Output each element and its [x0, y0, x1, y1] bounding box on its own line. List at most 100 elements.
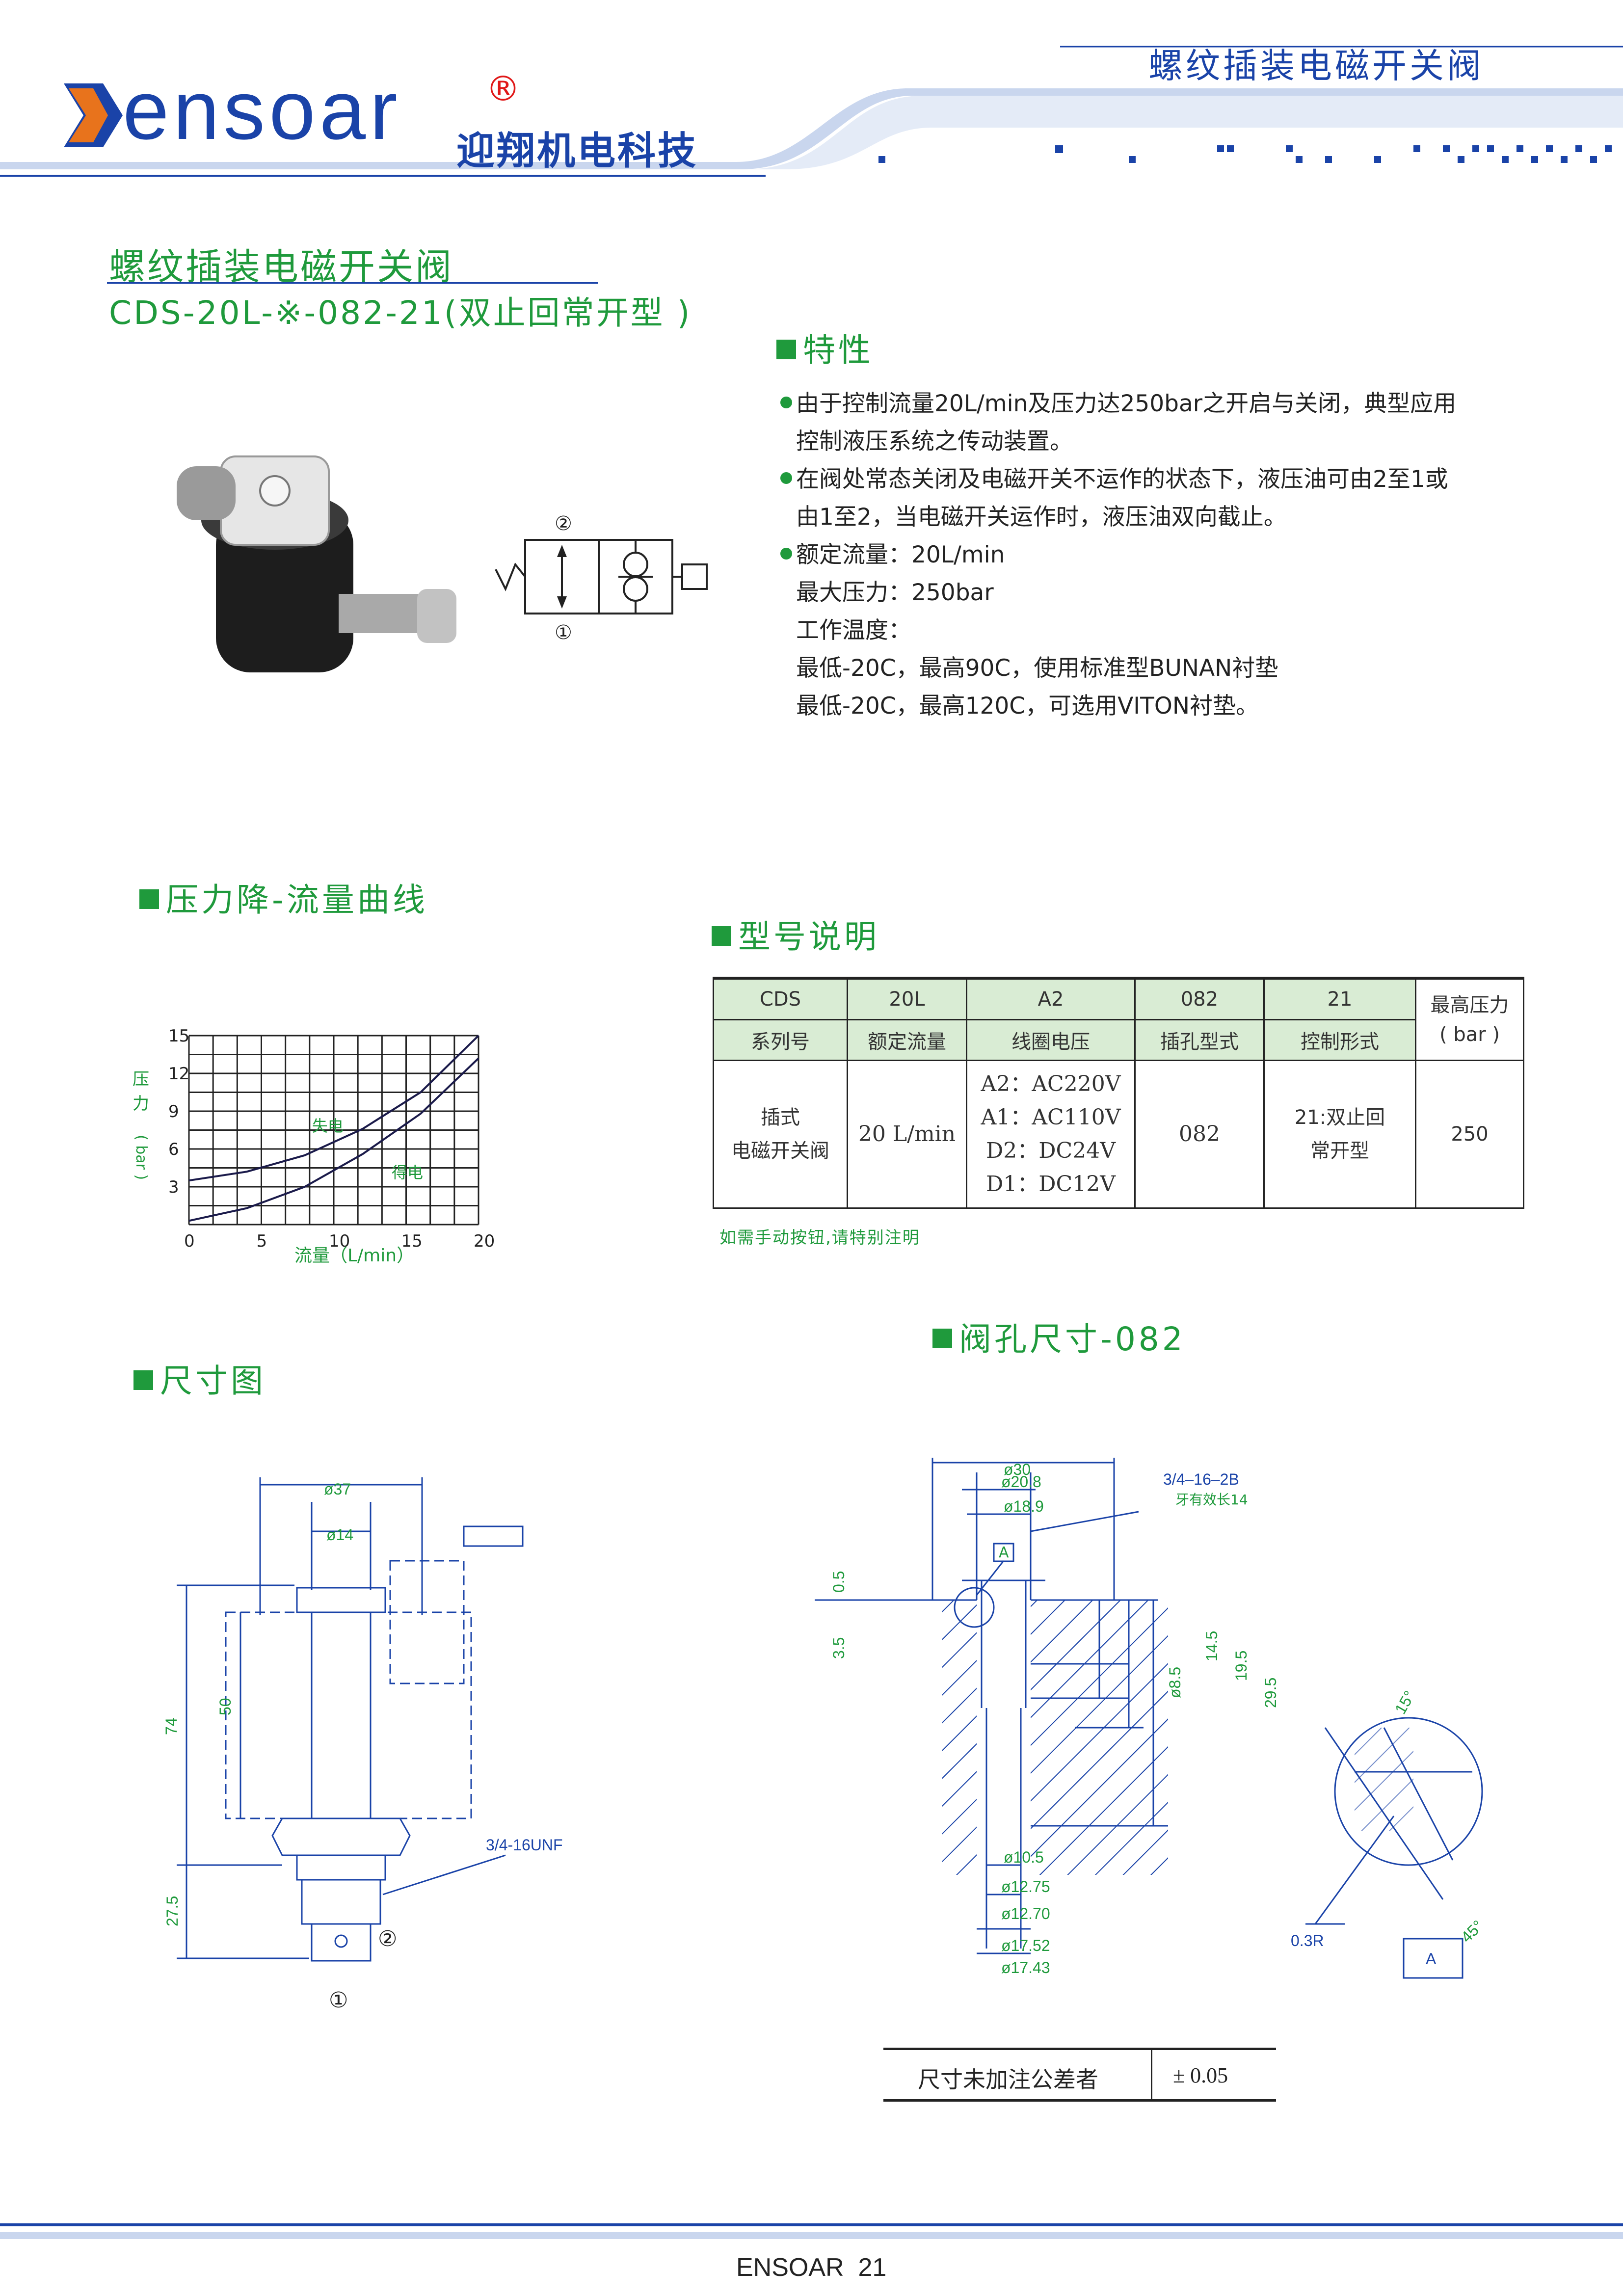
dim-d14: ø14 [326, 1526, 353, 1544]
cav-d1270: ø12.70 [1001, 1905, 1050, 1922]
footer-band [0, 2232, 1623, 2239]
cav-d189: ø18.9 [1004, 1497, 1044, 1515]
cav-detail-label: A [1426, 1950, 1437, 1968]
features-list: 由于控制流量20L/min及压力达250bar之开启与关闭，典型应用 控制液压系… [780, 385, 1456, 725]
name-flow: 额定流量 [847, 1019, 967, 1061]
model-table: CDS 20L A2 082 21 最高压力( bar ) 系列号 额定流量 线… [713, 977, 1524, 1209]
cav-d208: ø20.8 [1001, 1473, 1041, 1491]
dimension-section-title: 尺寸图 [133, 1355, 266, 1402]
feature-line: 最大压力：250bar [796, 579, 994, 606]
dim-h27: 27.5 [163, 1896, 181, 1926]
features-title: 特性 [776, 324, 874, 371]
feature-line: 额定流量：20L/min [780, 536, 1456, 574]
brand-name: ensoar [123, 64, 401, 157]
cav-datum: A [999, 1544, 1009, 1561]
cav-d30: ø30 [1004, 1461, 1031, 1478]
feature-line: 最低-20C，最高120C，可选用VITON衬垫。 [796, 693, 1259, 720]
product-title: 螺纹插装电磁开关阀 [109, 246, 453, 288]
cav-v05: 0.5 [830, 1571, 848, 1593]
body-control: 21:双止回常开型 [1263, 1060, 1416, 1209]
cav-a15: 15° [1391, 1688, 1418, 1717]
y-tick-label: 15 [168, 1026, 189, 1046]
name-control: 控制形式 [1263, 1019, 1416, 1061]
body-flow: 20 L/min [847, 1060, 967, 1209]
footer-text: ENSOAR 21 [736, 2253, 887, 2282]
feature-line: 由于控制流量20L/min及压力达250bar之开启与关闭，典型应用 [780, 385, 1456, 423]
chart-xlabel: 流量（L/min） [294, 1246, 414, 1266]
x-tick-label: 15 [401, 1231, 423, 1251]
title-underline [107, 282, 598, 284]
name-voltage: 线圈电压 [966, 1019, 1136, 1061]
cav-r03: 0.3R [1291, 1932, 1324, 1949]
dim-thread: 3/4-16UNF [486, 1836, 563, 1854]
series-line [188, 1035, 479, 1182]
chart-section-title: 压力降-流量曲线 [139, 874, 428, 921]
cavity-drawing: ø30 ø20.8 ø18.9 3/4–16–2B 牙有效长14 A 0.5 3… [815, 1458, 1487, 1979]
model-section-title: 型号说明 [712, 910, 879, 958]
cav-v195: 19.5 [1232, 1651, 1250, 1681]
company-name: 迎翔机电科技 [456, 129, 698, 173]
cav-a45: 45° [1457, 1917, 1487, 1946]
code-flow: 20L [847, 977, 967, 1020]
hydraulic-symbol: ② ① [495, 512, 708, 644]
product-photo [177, 455, 456, 672]
series-line [188, 1057, 479, 1222]
footer-rule [0, 2223, 1623, 2226]
logo-mark [64, 83, 123, 147]
cavity-section-title: 阀孔尺寸-082 [932, 1313, 1186, 1360]
cav-d1752: ø17.52 [1001, 1937, 1050, 1954]
dim-h50: 50 [216, 1698, 234, 1715]
cav-d1275: ø12.75 [1001, 1878, 1050, 1896]
body-cavity: 082 [1134, 1060, 1265, 1209]
dim-h74: 74 [162, 1717, 180, 1735]
dim-port1: ① [329, 1988, 348, 2013]
cav-thread: 3/4–16–2B [1163, 1470, 1239, 1488]
category-title: 螺纹插装电磁开关阀 [1148, 46, 1484, 86]
registered-mark: ® [486, 69, 520, 109]
cav-d1743: ø17.43 [1001, 1959, 1050, 1976]
body-pressure: 250 [1415, 1060, 1524, 1209]
dim-port2: ② [378, 1926, 397, 1951]
x-tick-label: 5 [257, 1231, 267, 1251]
x-tick-label: 10 [329, 1231, 350, 1251]
y-tick-label: 3 [168, 1177, 179, 1197]
code-voltage: A2 [966, 977, 1136, 1020]
chart-ylabel-2: 力 [133, 1094, 149, 1114]
cav-thread-note: 牙有效长14 [1175, 1492, 1248, 1508]
product-model: CDS-20L-※-082-21(双止回常开型 ) [109, 294, 692, 332]
feature-line: 在阀处常态关闭及电磁开关不运作的状态下，液压油可由2至1或 [780, 460, 1456, 498]
dim-d37: ø37 [324, 1480, 351, 1498]
cav-d105: ø10.5 [1004, 1848, 1044, 1866]
model-note: 如需手动按钮,请特别注明 [719, 1228, 920, 1248]
code-control: 21 [1263, 977, 1416, 1020]
series-label: 失电 [312, 1117, 344, 1135]
cav-v295: 29.5 [1262, 1678, 1279, 1708]
x-tick-label: 20 [474, 1231, 495, 1251]
x-tick-label: 0 [184, 1231, 195, 1251]
tolerance-value: ± 0.05 [1173, 2063, 1228, 2087]
chart-ylabel-1: 压 [133, 1069, 149, 1089]
port2-label: ② [555, 512, 572, 535]
feature-line: 控制液压系统之传动装置。 [796, 428, 1073, 455]
header-band [0, 46, 1623, 177]
cav-v145: 14.5 [1203, 1631, 1221, 1661]
y-tick-label: 9 [168, 1102, 179, 1121]
feature-line: 最低-20C，最高90C，使用标准型BUNAN衬垫 [796, 655, 1278, 682]
code-series: CDS [713, 977, 848, 1020]
name-series: 系列号 [713, 1019, 848, 1061]
name-cavity: 插孔型式 [1134, 1019, 1265, 1061]
feature-line: 工作温度： [796, 617, 911, 644]
port1-label: ① [555, 621, 572, 644]
cav-v35: 3.5 [830, 1637, 848, 1659]
tolerance-label: 尺寸未加注公差者 [918, 2066, 1098, 2093]
cav-d85: ø8.5 [1166, 1667, 1184, 1698]
body-series: 插式电磁开关阀 [713, 1060, 848, 1209]
code-cavity: 082 [1134, 977, 1265, 1020]
dimension-drawing: ø37 ø14 74 50 27.5 3/4-16UNF ② ① [162, 1477, 563, 2013]
y-tick-label: 12 [168, 1064, 189, 1084]
tolerance-box: 尺寸未加注公差者 ± 0.05 [883, 2048, 1276, 2102]
max-pressure-header: 最高压力( bar ) [1415, 977, 1524, 1061]
feature-line: 由1至2，当电磁开关运作时，液压油双向截止。 [796, 504, 1287, 531]
